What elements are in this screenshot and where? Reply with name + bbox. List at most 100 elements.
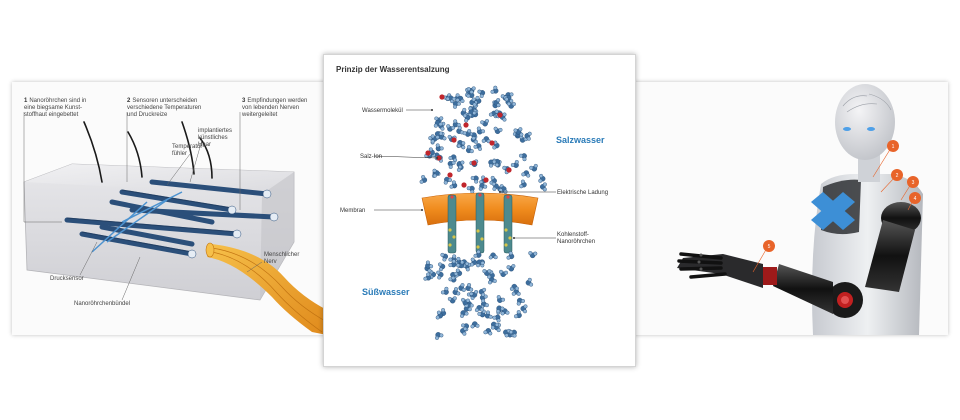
- water-molecule: [496, 295, 505, 303]
- water-molecule: [506, 251, 515, 260]
- water-molecule: [456, 260, 465, 269]
- svg-text:5: 5: [768, 244, 771, 250]
- salt-ion: [439, 94, 445, 100]
- water-molecule: [474, 305, 484, 313]
- pressure-sensor-label: Drucksensor: [50, 276, 84, 282]
- water-molecule: [488, 252, 498, 260]
- water-molecule: [487, 276, 497, 285]
- marker-5: 5: [763, 240, 775, 252]
- water-molecule: [476, 259, 485, 268]
- svg-text:implantiertes: implantiertes: [198, 128, 232, 134]
- water-molecule: [456, 125, 464, 135]
- water-molecule: [506, 101, 516, 109]
- water-molecule: [468, 132, 477, 141]
- salt-ion: [447, 172, 453, 178]
- water-molecule: [539, 182, 547, 192]
- svg-text:2: 2: [896, 173, 899, 179]
- svg-text:verschiedene Temperaturen: verschiedene Temperaturen: [127, 105, 201, 111]
- water-molecule: [498, 269, 508, 277]
- svg-text:Nerv: Nerv: [264, 259, 277, 265]
- marker-4: 4: [909, 192, 921, 204]
- water-molecule: [459, 310, 469, 318]
- water-molecule: [490, 321, 499, 330]
- water-molecule: [469, 289, 479, 298]
- water-molecule: [480, 118, 489, 127]
- salt-ion: [471, 160, 477, 166]
- water-molecule: [470, 321, 480, 329]
- water-molecule: [452, 287, 461, 296]
- electric-charge-label: Elektrische Ladung: [557, 190, 608, 196]
- salt-ion: [436, 155, 442, 161]
- android-diagram: 1 2 3 4 5: [677, 84, 923, 335]
- robot-upper-arm: [865, 220, 915, 292]
- svg-text:3: 3: [912, 180, 915, 186]
- water-molecule: [491, 181, 499, 191]
- water-molecule: [499, 112, 507, 122]
- svg-text:weitergeleitet: weitergeleitet: [241, 112, 278, 118]
- svg-text:fühler: fühler: [172, 151, 187, 157]
- water-molecule: [452, 119, 461, 128]
- water-molecule: [448, 154, 458, 162]
- water-molecule: [436, 270, 444, 280]
- water-molecule: [458, 283, 466, 292]
- water-molecule: [492, 140, 500, 150]
- svg-text:eine biegsame Kunst-: eine biegsame Kunst-: [24, 105, 82, 111]
- marker-1: 1: [887, 140, 899, 152]
- callout-1-num: 1: [24, 98, 28, 104]
- water-molecule: [434, 131, 443, 140]
- svg-text:Temperatur-: Temperatur-: [172, 144, 204, 150]
- water-molecule: [445, 95, 455, 104]
- fresh-water-label: Süßwasser: [362, 287, 410, 297]
- water-molecule: [481, 136, 491, 144]
- water-molecule: [510, 159, 519, 168]
- water-molecule: [490, 85, 499, 94]
- water-molecule: [493, 126, 503, 134]
- water-molecule: [465, 145, 474, 154]
- water-molecule: [496, 305, 505, 314]
- water-molecule: [440, 252, 448, 262]
- svg-text:1: 1: [892, 144, 895, 150]
- blue-cross-marker: [811, 192, 855, 230]
- salt-ion: [497, 112, 503, 118]
- water-molecule: [469, 257, 478, 267]
- water-molecule: [432, 168, 440, 178]
- water-molecule: [538, 173, 546, 183]
- water-molecule: [462, 113, 471, 123]
- water-molecule: [473, 143, 482, 151]
- water-molecule: [443, 176, 452, 185]
- salt-ion: [451, 137, 457, 143]
- water-molecule-label: Wassermolekül: [362, 108, 403, 114]
- salt-water-label: Salzwasser: [556, 135, 605, 145]
- water-molecule: [462, 129, 472, 137]
- svg-text:Menschlicher: Menschlicher: [264, 252, 299, 258]
- water-molecule: [493, 98, 501, 108]
- water-molecule: [488, 159, 497, 168]
- water-molecule: [429, 270, 436, 280]
- water-molecule: [484, 310, 493, 319]
- water-molecule: [447, 160, 456, 169]
- water-molecule: [448, 259, 457, 268]
- temperature-sensor-label: Temperatur- fühler: [172, 144, 204, 157]
- water-molecule: [516, 297, 525, 306]
- water-molecule: [460, 297, 470, 305]
- water-molecule: [455, 95, 465, 104]
- water-molecule: [503, 328, 511, 338]
- carbon-nanotubes: [447, 192, 513, 254]
- water-molecule: [465, 282, 474, 292]
- robot-hand: [677, 252, 763, 288]
- svg-text:stoffhaut eingebettet: stoffhaut eingebettet: [24, 112, 79, 118]
- water-molecule: [508, 329, 517, 338]
- salt-ion-label: Salz-Ion: [360, 154, 382, 160]
- water-molecule: [450, 271, 458, 280]
- water-molecule: [521, 170, 531, 178]
- water-molecule: [476, 126, 485, 135]
- water-molecule: [440, 286, 449, 295]
- water-molecules-top: [419, 85, 547, 194]
- android-head: [835, 84, 895, 160]
- water-molecule: [469, 97, 477, 107]
